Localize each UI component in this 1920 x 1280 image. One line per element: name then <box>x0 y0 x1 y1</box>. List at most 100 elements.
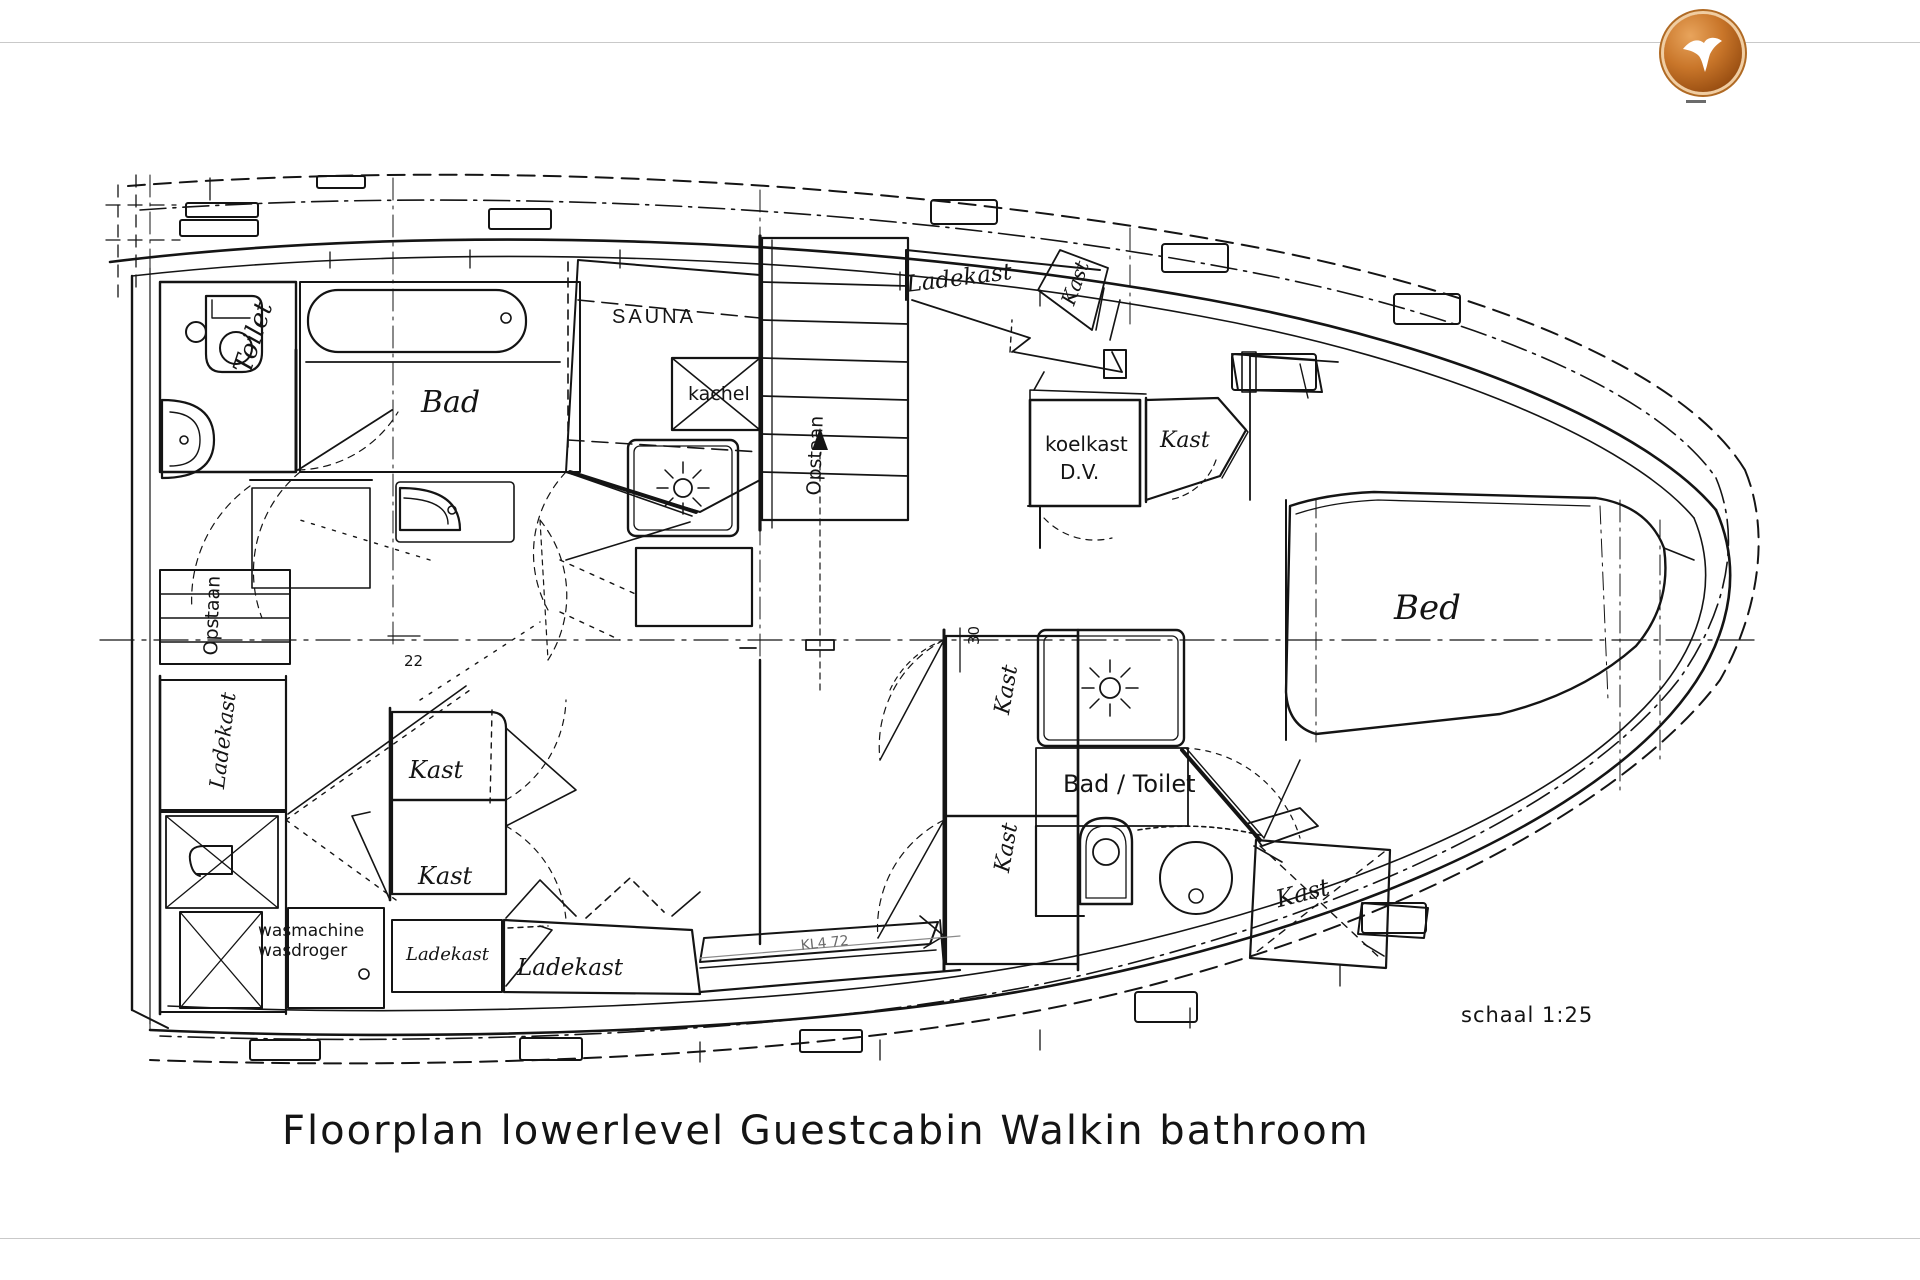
guest-sink <box>1159 841 1233 915</box>
shower-upper-inner <box>633 445 733 531</box>
label-wasmachine: wasmachine <box>258 921 365 941</box>
laundry-unit-right <box>287 907 385 1009</box>
bad-basin <box>398 486 462 532</box>
kast-top-right-x <box>1037 289 1093 331</box>
hull-outer-dash-top <box>127 173 1746 471</box>
kast-br-top-panel <box>1245 807 1319 847</box>
shower-lower-inner <box>1043 635 1179 741</box>
label-kast-left-lower: Kast <box>418 862 473 890</box>
kast-left-swing-b <box>505 825 567 921</box>
ladekast-large-dash <box>507 925 549 929</box>
scan-edge-bottom <box>0 1238 1920 1239</box>
label-bad-toilet: Bad / Toilet <box>1063 770 1196 798</box>
kast-left-lower-box <box>390 798 508 896</box>
koelkast-box <box>1028 398 1142 508</box>
ladekast-arrow-b <box>1013 351 1123 373</box>
kast-br-arrow-b <box>1363 943 1385 957</box>
shower-upper <box>626 438 740 538</box>
wall-hash-1 <box>1299 363 1309 399</box>
stray-dotted-d <box>559 611 621 641</box>
badtoilet-door-ray <box>1263 759 1301 839</box>
hull-inner-bottom <box>167 517 1707 1012</box>
deck-panel-right-2 <box>1357 902 1429 939</box>
bird-glyph-icon <box>1683 37 1722 72</box>
toilet-door-leaf <box>297 409 393 471</box>
salon-door-leaf-a <box>287 685 467 815</box>
label-koelkast-dv: D.V. <box>1060 460 1100 484</box>
shower-upper-drain <box>673 478 693 498</box>
sauna-bench-dash-1 <box>577 299 761 319</box>
kast-mid-upper-box <box>944 634 1080 818</box>
bad-basin-inner <box>403 497 449 525</box>
stairs-left-upper <box>251 487 371 589</box>
label-kachel: kachel <box>688 383 750 405</box>
ladekast-end-block <box>1103 349 1127 379</box>
toilet-flush-knob <box>185 321 207 343</box>
kast-koelkast-edge <box>1217 397 1249 479</box>
sink-drain <box>179 435 189 445</box>
kast-bottom-right-box <box>1248 838 1392 970</box>
kast-left-wing <box>505 727 577 827</box>
kast-left-swing-a <box>505 699 567 801</box>
ladekast-stroke-2 <box>1095 287 1105 331</box>
badtoilet-door-swing <box>1183 747 1301 839</box>
logo-underline <box>1686 100 1706 103</box>
bird-sail-logo-icon <box>1664 14 1742 92</box>
kast-mid-leaf-a <box>879 639 945 761</box>
salon-door-dash-b <box>285 819 397 901</box>
hull-solid-top <box>108 238 1718 512</box>
stairs-left-treads <box>159 593 291 643</box>
sauna-door-leaf <box>568 470 698 514</box>
kast-mid-swing-c <box>889 639 945 691</box>
stairs-block <box>760 236 910 522</box>
bathtub <box>306 288 528 354</box>
salon-door-leaf-b <box>351 811 391 901</box>
bed-outline <box>1284 490 1667 736</box>
kast-mid-leaf-b <box>877 819 945 939</box>
ladekast-top-line <box>671 891 701 917</box>
laundry-unit-knob <box>358 968 370 980</box>
label-opstaan-left: Opstaan <box>200 575 225 656</box>
shower-lower-rays <box>1081 659 1139 717</box>
sink-toilet-room <box>160 398 216 480</box>
label-ladekast-large: Ladekast <box>517 955 624 981</box>
ladekast-stroke-1 <box>1109 299 1121 341</box>
label-koelkast: koelkast <box>1045 432 1128 456</box>
stairs-left-block <box>159 569 291 665</box>
label-bad: Bad <box>421 385 481 420</box>
label-dimension-30: 30 <box>965 625 983 645</box>
wasmachine-symbol <box>188 845 233 877</box>
guest-counter-front <box>1137 825 1265 837</box>
label-kast-next-koelkast: Kast <box>1160 428 1210 453</box>
ladekast-top-vee-dash <box>585 877 665 919</box>
owner-cabin-wall-top <box>1249 355 1339 363</box>
hull-dashdot-bottom <box>159 477 1730 1041</box>
hull-solid-bottom <box>148 508 1732 1037</box>
kast-under-shower <box>634 546 754 628</box>
ladekast-arrow-dash <box>1009 319 1013 353</box>
sink-basin-line <box>169 411 201 467</box>
hull-dashdot-top <box>139 199 1717 479</box>
label-wasdroger: wasdroger <box>258 941 348 961</box>
sole-edge-bottom <box>698 968 962 994</box>
faint-pencil-line <box>699 935 961 959</box>
toilet-cistern <box>211 299 251 319</box>
settee-front-edge <box>699 949 937 969</box>
bad-door-dash <box>539 519 549 661</box>
stair-treads <box>761 281 909 477</box>
stern-corner <box>131 1009 169 1029</box>
sauna-room <box>565 259 761 513</box>
label-kast-left-upper: Kast <box>409 756 464 784</box>
hull-inner-top <box>131 255 1695 519</box>
wasmachine-box <box>165 815 279 909</box>
guest-toilet-seat <box>1092 838 1120 866</box>
ladekast-arrow-tip <box>1111 351 1123 373</box>
toilet-seat <box>219 331 253 365</box>
wall-detail-right <box>1241 351 1257 393</box>
ladekast-large-box <box>502 918 702 996</box>
label-bed: Bed <box>1394 588 1461 628</box>
sauna-threshold <box>565 521 691 561</box>
stray-dotted-b <box>299 519 431 561</box>
